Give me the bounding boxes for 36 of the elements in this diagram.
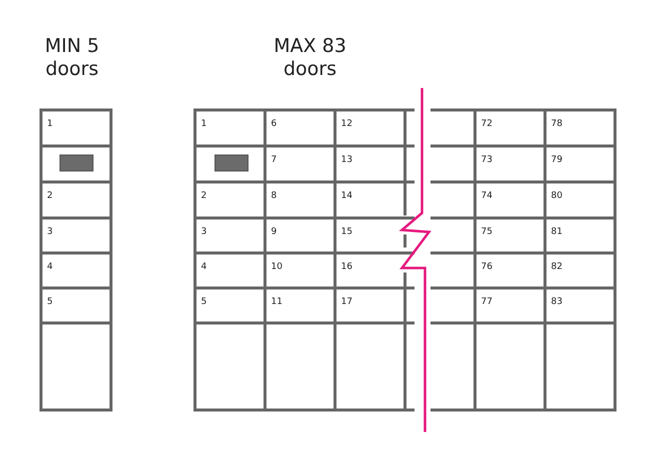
door-number: 80 — [551, 191, 562, 202]
door-number: 8 — [271, 191, 277, 202]
door-number: 3 — [201, 227, 207, 238]
door-number: 6 — [271, 119, 277, 130]
door-number: 13 — [341, 155, 352, 166]
heading: MAX 83 doors — [272, 35, 348, 81]
door-number: 12 — [341, 119, 352, 130]
door-number: 76 — [481, 262, 492, 273]
heading: MIN 5 doors — [44, 35, 100, 81]
door-number: 1 — [47, 119, 53, 130]
door-number: 4 — [47, 262, 53, 273]
door-number: 82 — [551, 262, 562, 273]
door-number: 77 — [481, 297, 492, 308]
door-number: 15 — [341, 227, 352, 238]
door-number: 10 — [271, 262, 282, 273]
door-number: 83 — [551, 297, 562, 308]
door-number: 2 — [201, 191, 207, 202]
door-number: 78 — [551, 119, 562, 130]
door-number: 7 — [271, 155, 277, 166]
door-number: 1 — [201, 119, 207, 130]
door-number: 9 — [271, 227, 277, 238]
door-number: 72 — [481, 119, 492, 130]
door-number: 17 — [341, 297, 352, 308]
door-number: 3 — [47, 227, 53, 238]
door-number: 16 — [341, 262, 352, 273]
door-number: 79 — [551, 155, 562, 166]
door-number: 14 — [341, 191, 352, 202]
door-number: 74 — [481, 191, 492, 202]
door-number: 11 — [271, 297, 282, 308]
door-number: 4 — [201, 262, 207, 273]
door-number: 2 — [47, 191, 53, 202]
door-number: 75 — [481, 227, 492, 238]
door-number: 5 — [47, 297, 53, 308]
door-number: 5 — [201, 297, 207, 308]
door-number: 73 — [481, 155, 492, 166]
door-number: 81 — [551, 227, 562, 238]
